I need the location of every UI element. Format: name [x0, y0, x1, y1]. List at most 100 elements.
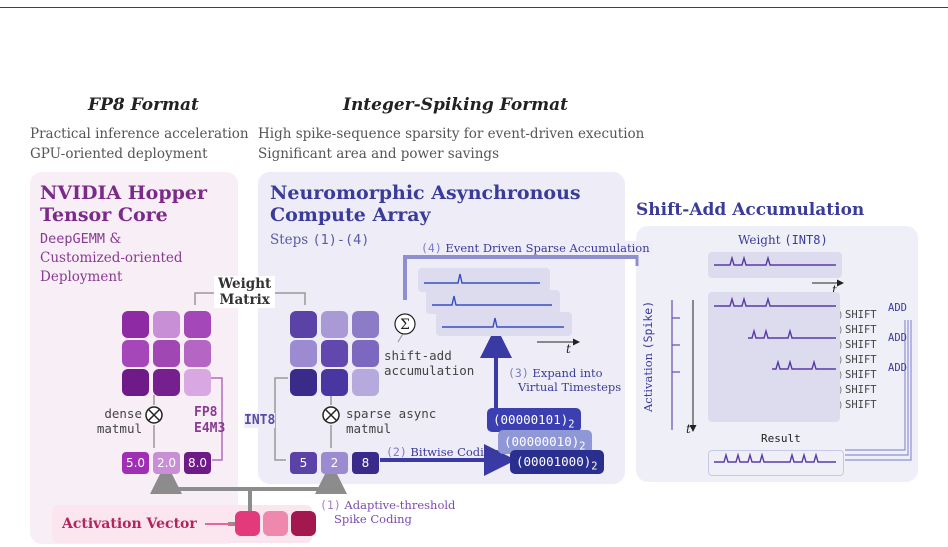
- add-label: ADD: [888, 302, 907, 314]
- fp8-weight-cell: [122, 369, 149, 396]
- binary-digits: (00000010): [504, 434, 580, 449]
- int8-weight-cell: [352, 369, 379, 396]
- shift-label: SHIFT: [845, 324, 877, 336]
- activation-vector-cell: [235, 511, 260, 536]
- ampersand: &: [105, 231, 122, 247]
- fp8-weight-cell: [153, 311, 180, 338]
- steps-range: (1)-(4): [312, 232, 370, 248]
- activation-vector-label: Activation Vector: [62, 516, 197, 532]
- binary-base: 2: [568, 418, 575, 431]
- sparse-async-matmul-label: sparse async matmul: [346, 406, 436, 436]
- deepgemm-label: DeepGEMM: [40, 231, 106, 247]
- dense-label-1: dense: [104, 406, 142, 421]
- fp8-weight-cell: [184, 369, 211, 396]
- spike-train-box: [436, 312, 572, 336]
- fp8-format-title: FP8 Format: [88, 95, 199, 115]
- step-3-label: (3) Expand into Virtual Timesteps: [508, 366, 621, 394]
- add-label: ADD: [888, 362, 907, 374]
- int-spike-desc-line-2: Significant area and power savings: [258, 146, 499, 162]
- add-label: ADD: [888, 332, 907, 344]
- int8-weight-cell: [321, 311, 348, 338]
- weight-type: (INT8): [784, 233, 828, 247]
- steps-label: Steps (1)-(4): [270, 232, 369, 248]
- fp8-value-box: 2.0: [153, 452, 180, 474]
- activation-time-label: t: [686, 422, 691, 436]
- int8-weight-cell: [321, 340, 348, 367]
- activation-vector-cell: [291, 511, 316, 536]
- step-2-number: (2): [386, 445, 407, 459]
- dense-matmul-label: dense matmul: [82, 406, 142, 436]
- sparse-label-2: matmul: [346, 421, 392, 436]
- int8-label: INT8: [244, 413, 276, 428]
- shift-add-accumulation-label: shift-add accumulation: [384, 348, 474, 378]
- result-label: Result: [761, 432, 801, 445]
- int-spike-desc-line-1: High spike-sequence sparsity for event-d…: [258, 126, 645, 142]
- sparse-label-1: sparse async: [346, 406, 437, 421]
- shift-add-line-1: shift-add: [384, 348, 452, 363]
- shift-label: SHIFT: [845, 399, 877, 411]
- neuro-title-line-2: Compute Array: [270, 204, 431, 226]
- fp8-desc-line-1: Practical inference acceleration: [30, 126, 249, 142]
- neuromorphic-panel-title: Neuromorphic Asynchronous Compute Array: [270, 182, 581, 226]
- fp8-sub-line-3: Deployment: [40, 269, 123, 285]
- shift-label: SHIFT: [845, 369, 877, 381]
- weight-label: Weight: [738, 233, 785, 247]
- int8-weight-cell: [290, 340, 317, 367]
- shift-label: SHIFT: [845, 339, 877, 351]
- fp8-value-box: 8.0: [184, 452, 211, 474]
- binary-digits: (00001000): [516, 454, 592, 469]
- weight-time-label: t: [832, 283, 837, 297]
- fp8-weight-cell: [122, 311, 149, 338]
- weight-matrix-label-2: Matrix: [219, 292, 270, 308]
- shift-label: SHIFT: [845, 384, 877, 396]
- shift-label: SHIFT: [845, 309, 877, 321]
- tensor-product-icon: [322, 406, 340, 424]
- step-2-text: Bitwise Coding: [406, 445, 499, 459]
- summation-icon: Σ: [394, 313, 416, 335]
- shift-add-line-2: accumulation: [384, 363, 475, 378]
- int8-value-box: 5: [290, 452, 317, 474]
- weight-matrix-label-1: Weight: [218, 276, 272, 292]
- int-spike-format-description: High spike-sequence sparsity for event-d…: [258, 124, 644, 164]
- integer-spiking-format-title: Integer-Spiking Format: [343, 95, 569, 115]
- result-spike-box: [708, 450, 844, 476]
- weight-int8-label: Weight (INT8): [738, 233, 828, 247]
- binary-digits: (00000101): [493, 412, 569, 427]
- e4m3-label: E4M3: [194, 421, 226, 436]
- fp8-title-line-1: NVIDIA Hopper: [40, 182, 208, 204]
- fp8-panel-subtitle: DeepGEMM & Customized-oriented Deploymen…: [40, 230, 183, 287]
- tensor-product-icon: [145, 406, 163, 424]
- int8-weight-cell: [290, 311, 317, 338]
- neuro-time-label: t: [566, 342, 571, 356]
- step-1-label: (1) Adaptive-threshold Spike Coding: [320, 498, 455, 526]
- fp8-e4m3-label: FP8 E4M3: [194, 405, 225, 437]
- int8-weight-cell: [321, 369, 348, 396]
- binary-base: 2: [579, 440, 586, 453]
- binary-code-box: (00001000)2: [510, 450, 604, 474]
- fp8-weight-cell: [184, 340, 211, 367]
- step-1-line-1: Adaptive-threshold: [340, 498, 456, 512]
- int8-weight-cell: [352, 311, 379, 338]
- shift-add-title: Shift-Add Accumulation: [636, 200, 865, 220]
- int8-value-box: 2: [321, 452, 348, 474]
- weight-matrix-label: Weight Matrix: [214, 276, 276, 308]
- shift-rows-box: [708, 292, 840, 422]
- top-divider: [0, 7, 948, 8]
- fp8-desc-line-2: GPU-oriented deployment: [30, 146, 208, 162]
- spike-train-box: [426, 290, 560, 314]
- step-4-number: (4): [421, 241, 442, 255]
- activation-vector-cell: [263, 511, 288, 536]
- binary-base: 2: [591, 460, 598, 473]
- step-1-line-2: Spike Coding: [334, 512, 412, 526]
- spike-train-box: [418, 268, 550, 292]
- fp8-weight-cell: [153, 340, 180, 367]
- neuro-title-line-1: Neuromorphic Asynchronous: [270, 182, 581, 204]
- fp8-title-line-2: Tensor Core: [40, 204, 168, 226]
- int8-weight-cell: [290, 369, 317, 396]
- binary-code-box: (00000101)2: [487, 408, 581, 432]
- int8-weight-cell: [352, 340, 379, 367]
- step-4-label: (4) Event Driven Sparse Accumulation: [419, 241, 652, 255]
- step-3-line-1: Expand into: [528, 366, 603, 380]
- sum-symbol: Σ: [400, 317, 410, 333]
